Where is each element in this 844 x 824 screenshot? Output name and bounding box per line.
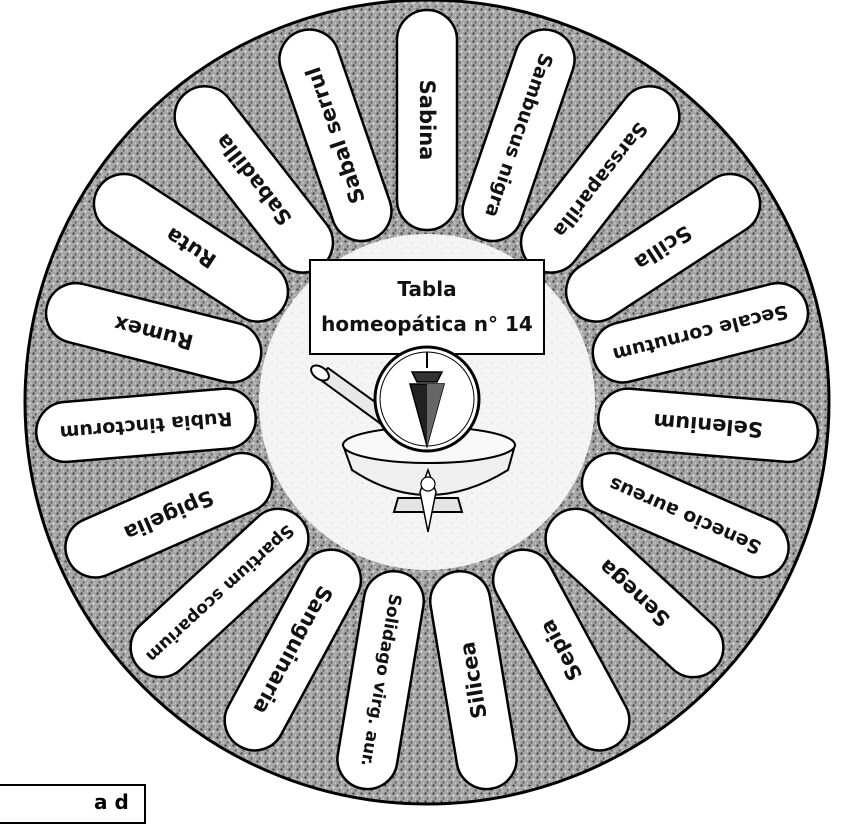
title-box: Tabla homeopática n° 14 <box>310 260 544 354</box>
pendulum-icon <box>375 347 479 451</box>
title-line-2: homeopática n° 14 <box>321 312 533 336</box>
title-line-1: Tabla <box>397 277 456 301</box>
remedy-petal: Sabina <box>397 10 457 230</box>
remedy-label: Sabina <box>415 80 439 161</box>
next-table-fragment: a d <box>0 784 146 824</box>
